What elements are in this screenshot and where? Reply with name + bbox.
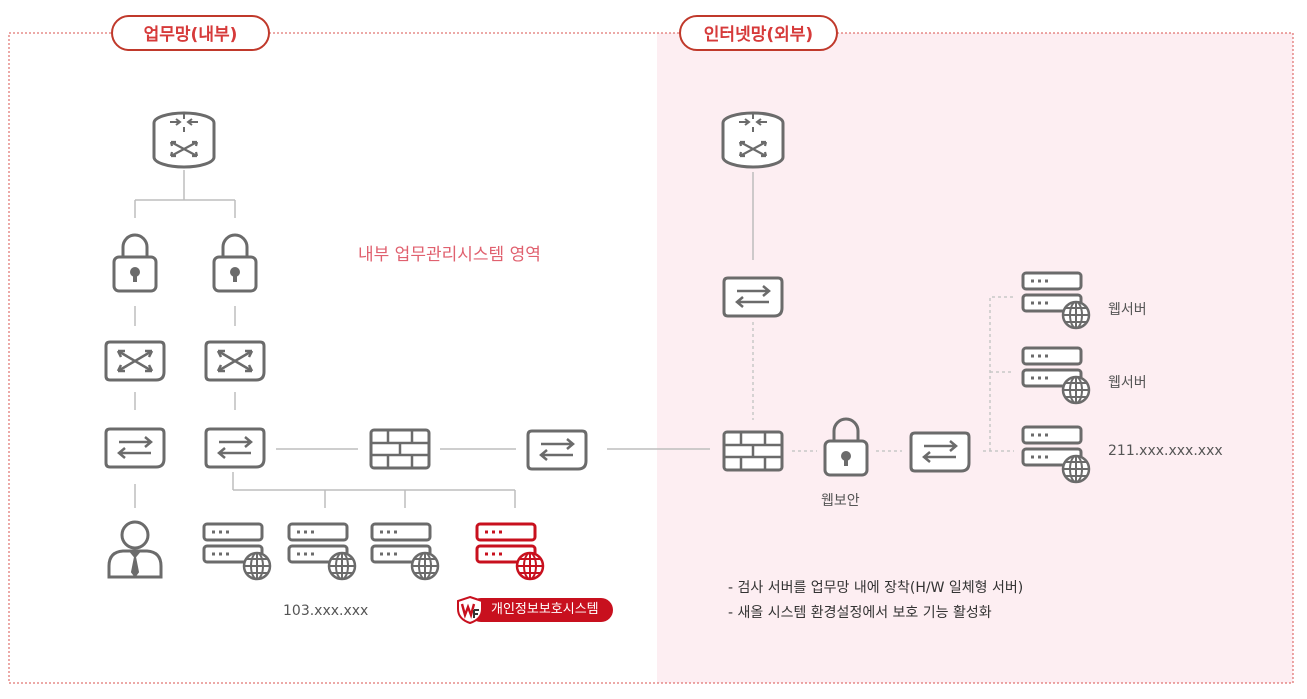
- internal-lock-icon-1: [112, 233, 158, 293]
- web-server-label-1: 웹서버: [1108, 302, 1147, 318]
- internal-area-label: 내부 업무관리시스템 영역: [358, 245, 541, 265]
- internal-server-icon-2: [287, 522, 357, 581]
- external-dashed-connections: [752, 296, 1014, 452]
- internal-firewall-icon: [369, 428, 431, 470]
- internal-switch-icon-2: [204, 340, 266, 382]
- external-exchange-icon-2: [909, 431, 971, 473]
- notes-list: - 검사 서버를 업무망 내에 장착(H/W 일체형 서버) - 새올 시스템 …: [728, 576, 1023, 626]
- internal-connections: [134, 170, 710, 508]
- user-icon: [107, 520, 163, 579]
- web-security-label: 웹보안: [821, 493, 860, 509]
- external-zone-title: 인터넷망(외부): [679, 15, 838, 51]
- web-firewall-logo-icon: [457, 595, 483, 625]
- privacy-server-icon: [475, 522, 545, 581]
- internal-exchange-icon-1: [104, 427, 166, 469]
- note-item-2: - 새올 시스템 환경설정에서 보호 기능 활성화: [728, 605, 992, 621]
- internal-lock-icon-2: [212, 233, 258, 293]
- internal-server-icon-3: [370, 522, 440, 581]
- internal-switch-icon-1: [104, 340, 166, 382]
- internal-server-ip-label: 103.xxx.xxx: [283, 603, 369, 619]
- internal-exchange-icon-2: [204, 427, 266, 469]
- note-item-1: - 검사 서버를 업무망 내에 장착(H/W 일체형 서버): [728, 580, 1024, 596]
- dmz-exchange-icon: [526, 429, 588, 471]
- web-server-label-2: 웹서버: [1108, 375, 1147, 391]
- web-server-ip-label: 211.xxx.xxx.xxx: [1108, 443, 1223, 459]
- internal-server-icon-1: [202, 522, 272, 581]
- external-exchange-icon-1: [722, 276, 784, 318]
- diagram-border: [8, 32, 1294, 684]
- internal-zone-title: 업무망(내부): [111, 15, 270, 51]
- external-firewall-icon: [722, 430, 784, 472]
- privacy-system-label: 개인정보보호시스템: [469, 598, 613, 622]
- external-router-icon: [721, 111, 785, 169]
- privacy-system-badge: 개인정보보호시스템: [455, 595, 613, 625]
- internal-router-icon: [152, 111, 216, 169]
